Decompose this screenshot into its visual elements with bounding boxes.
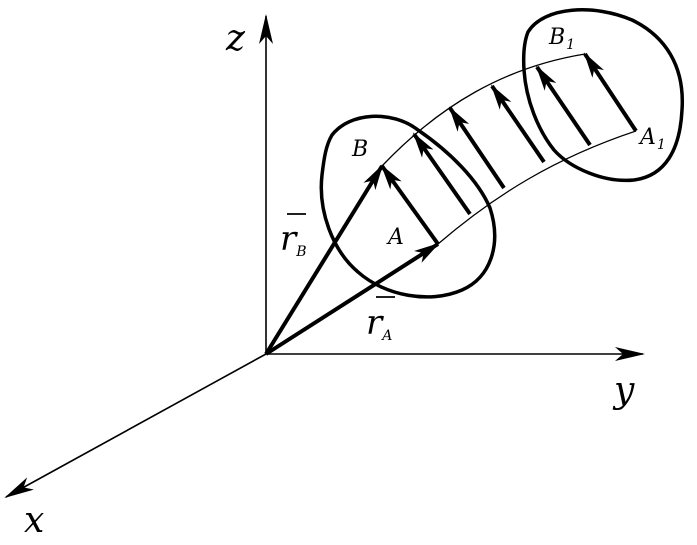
vector-label-ra-sub: A	[380, 328, 392, 344]
axis-label-x: x	[24, 500, 44, 541]
trajectory-a	[437, 130, 637, 245]
segment-ab-2	[412, 132, 472, 216]
body-outline-final	[521, 8, 685, 183]
point-label-b: B	[351, 137, 368, 162]
point-label-b1-main: B	[548, 25, 565, 50]
point-label-a: A	[386, 225, 404, 250]
axis-label-y: y	[612, 370, 635, 411]
ab-segments	[380, 52, 638, 246]
point-label-a1-main: A	[638, 125, 656, 150]
vector-label-rb-sub: B	[295, 244, 306, 260]
vector-label-ra-main: r	[366, 303, 384, 343]
x-axis	[4, 353, 267, 498]
point-label-b1-sub: 1	[566, 37, 575, 53]
position-vector-b	[264, 164, 384, 356]
axis-label-z: z	[225, 18, 246, 59]
vector-label-ra: rA	[366, 303, 392, 344]
segment-a1b1	[583, 52, 638, 133]
point-label-a1: A1	[638, 125, 666, 153]
segment-ab-5	[535, 65, 592, 147]
position-vector-a	[264, 242, 440, 356]
segment-ab-1	[380, 164, 440, 246]
vector-label-rb: rB	[280, 219, 307, 260]
point-label-a1-sub: 1	[657, 137, 666, 153]
body-outline-initial	[319, 114, 497, 299]
point-label-b1: B1	[548, 25, 575, 53]
segment-ab-4	[490, 84, 546, 164]
segment-ab-3	[448, 106, 506, 190]
vector-label-rb-main: r	[280, 219, 298, 259]
trajectory-b	[381, 53, 586, 167]
